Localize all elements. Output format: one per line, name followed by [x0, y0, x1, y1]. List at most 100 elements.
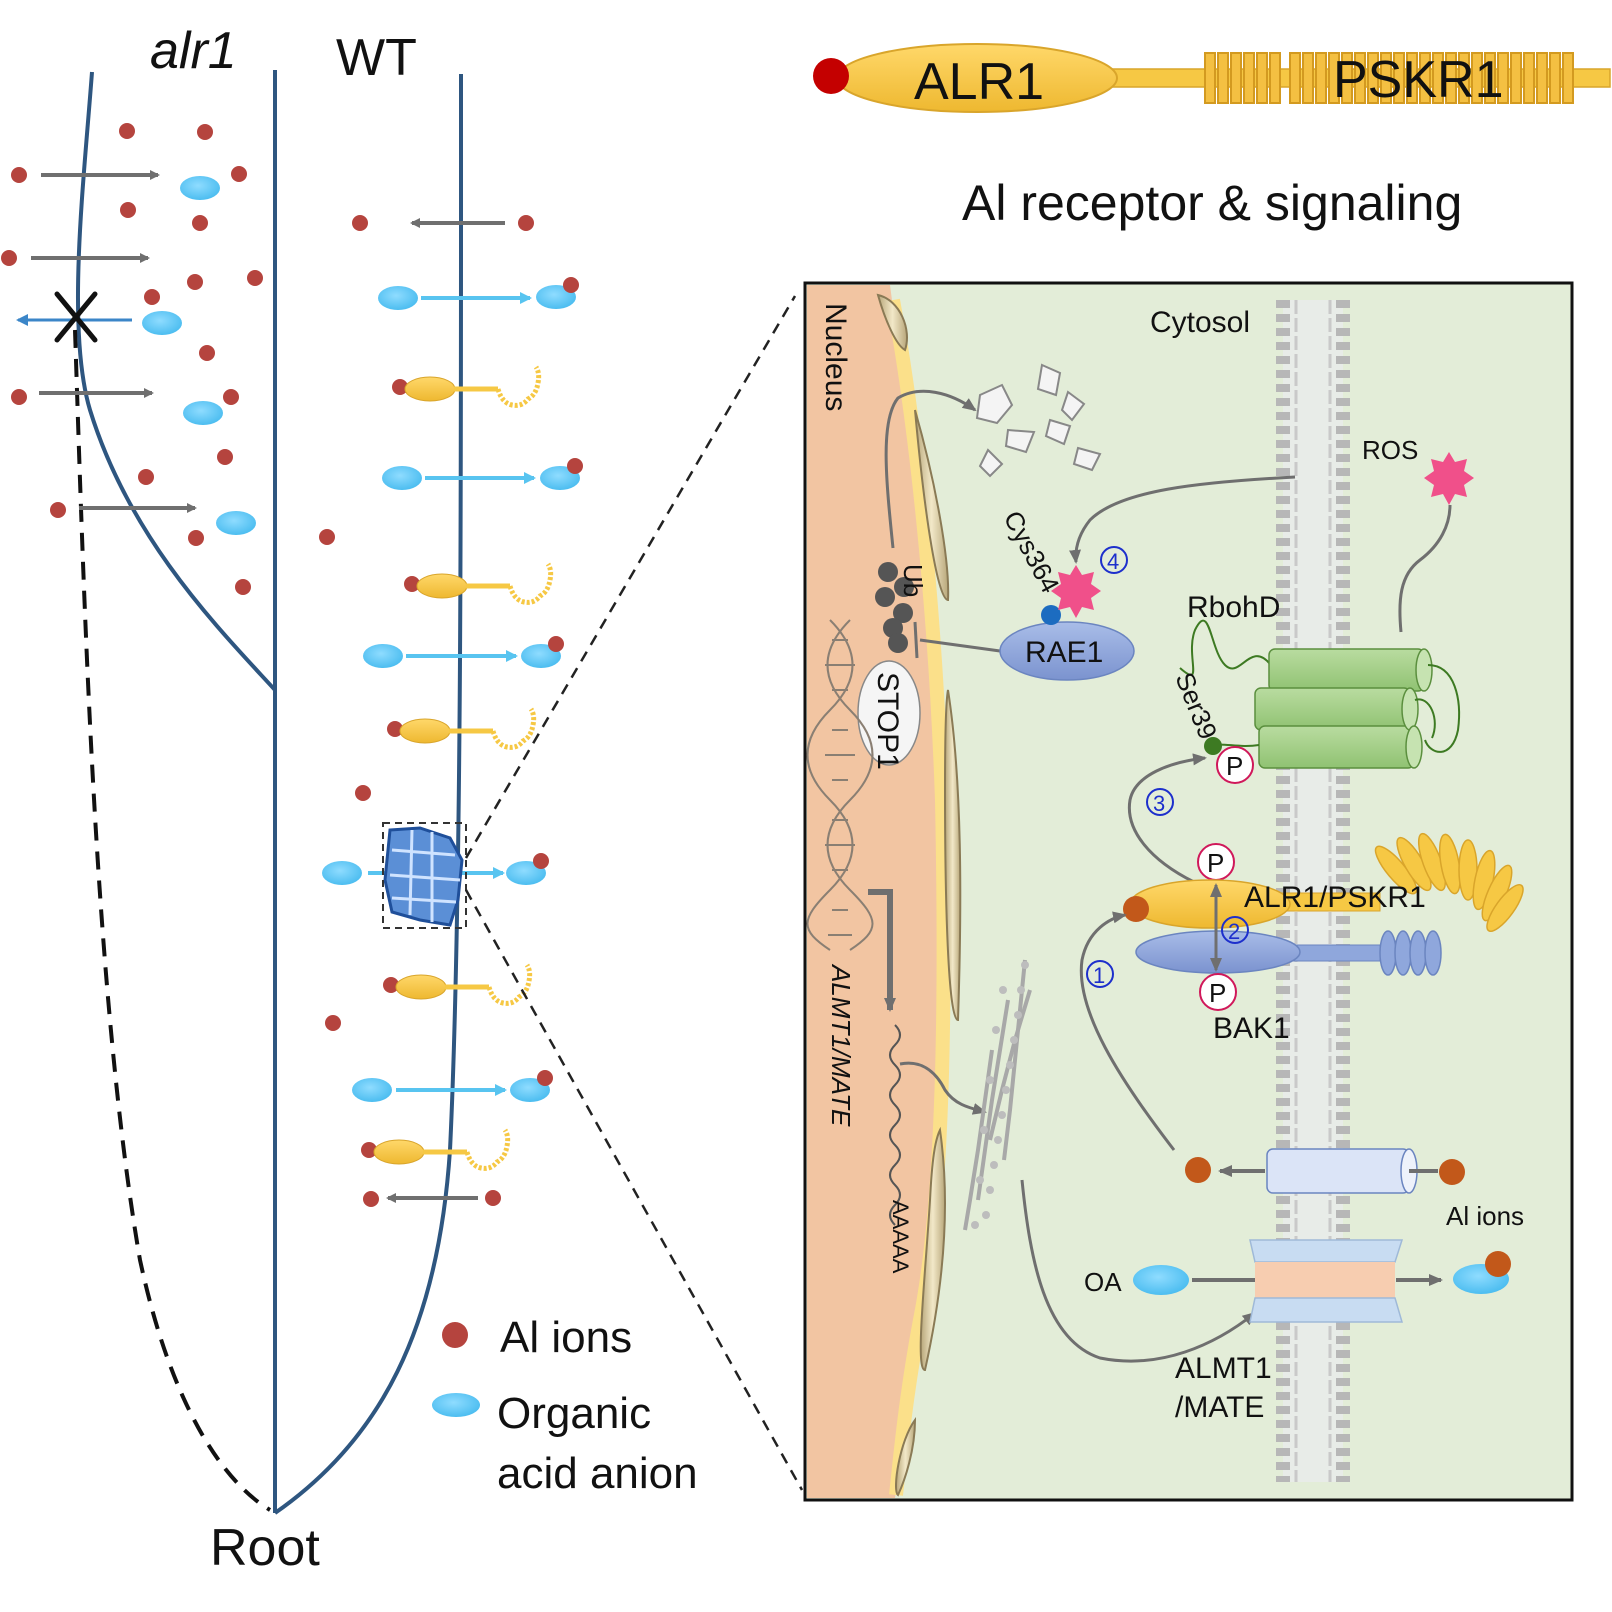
wt-receptor-icons: [361, 365, 554, 1171]
al-ions-label: Al ions: [1446, 1201, 1524, 1231]
almt1-mate-transporter: [1249, 1239, 1404, 1323]
efflux-row: [352, 1070, 553, 1102]
cys364-site: [1041, 605, 1061, 625]
mrna: [889, 1024, 901, 1226]
step1-arrow: [1079, 911, 1176, 1151]
rae1-label: RAE1: [1025, 636, 1103, 669]
bak1-ectodomain: [1135, 930, 1301, 974]
alr1-pskr1-label: ALR1/PSKR1: [1244, 881, 1426, 914]
ub-label: Ub: [898, 564, 928, 597]
legend-al-ion-swatch: [442, 1322, 468, 1348]
al-channel: [1266, 1148, 1418, 1194]
zoom-line-bottom: [464, 889, 804, 1491]
rbohd-label: RbohD: [1187, 591, 1280, 624]
step1-label: 1: [1093, 963, 1105, 988]
rae1-inhibition-line: [919, 638, 1001, 653]
cytosol-label: Cytosol: [1150, 306, 1250, 339]
ros-burst: [1424, 452, 1474, 505]
alr1-kinase-lrr: [1374, 832, 1524, 933]
legend-organic-label-1: Organic: [497, 1389, 651, 1438]
bak1-phospho-label: P: [1209, 978, 1226, 1008]
trafficking-arrow: [1020, 1179, 1257, 1363]
step3-label: 3: [1153, 791, 1165, 816]
almt1-label-1: ALMT1: [1175, 1352, 1272, 1385]
receptor-icon: [392, 365, 542, 408]
er-ribosome-dots: [971, 961, 1029, 1229]
root-cell-cluster-icon: [383, 826, 464, 927]
step3-arrow: [1127, 753, 1207, 884]
degradation-arrow: [884, 389, 977, 549]
wt-root-outline: [273, 73, 464, 1515]
stop1-label: STOP1: [871, 672, 904, 770]
pskr1-domain-label: PSKR1: [1333, 51, 1504, 109]
receptor-icon: [404, 562, 554, 605]
nuclear-envelope-yellow: [886, 298, 951, 1496]
oa-label: OA: [1084, 1267, 1122, 1297]
step3-badge: [1146, 788, 1174, 816]
alr1-influx-arrows: [31, 170, 197, 513]
alr1-domain-label: ALR1: [914, 53, 1044, 111]
al-ion-inside: [1185, 1157, 1211, 1183]
wt-efflux-rows: [322, 277, 583, 1102]
efflux-row: [378, 277, 579, 310]
alr1-organic-anions: [142, 176, 256, 535]
ros-burst-rae1: [1051, 565, 1101, 618]
rbohd-phospho-badge: [1216, 746, 1254, 784]
lrr-repeats-2: [1289, 52, 1574, 104]
almt1-label-2: /MATE: [1175, 1391, 1264, 1424]
oa-al-complex-ion: [1485, 1251, 1511, 1277]
polya-label: AAAAA: [888, 1200, 913, 1274]
receptor-icon: [383, 963, 533, 1006]
alr1-root-outline: [75, 71, 277, 692]
wt-al-ions: [319, 215, 534, 1207]
receptor-icon: [361, 1128, 511, 1171]
step2-badge: [1221, 916, 1249, 944]
rae1-inhibition-bar: [913, 621, 919, 659]
panel-heading: Al receptor & signaling: [962, 175, 1462, 231]
rae1-protein: [999, 621, 1135, 681]
step1-badge: [1086, 960, 1114, 988]
receptor-icon: [387, 707, 537, 750]
efflux-row: [363, 636, 564, 668]
receptor-al-ion: [1123, 896, 1149, 922]
alr1-top-phospho-label: P: [1207, 848, 1224, 878]
bak1-label: BAK1: [1213, 1012, 1290, 1045]
rbohd-loop: [1414, 664, 1461, 753]
degraded-protein-fragments: [975, 363, 1102, 478]
bak1-phospho-badge: [1199, 973, 1237, 1011]
almt1-mate-gene-label: ALMT1/MATE: [826, 963, 856, 1127]
legend-al-ions-label: Al ions: [500, 1313, 632, 1362]
oa-inside: [1133, 1265, 1189, 1295]
rbohd-phospho-label: P: [1226, 751, 1243, 781]
rbohd-protein: [1254, 648, 1433, 769]
ubiquitin-chain: [875, 562, 914, 653]
legend-organic-label-2: acid anion: [497, 1449, 698, 1498]
step4-label: 4: [1107, 549, 1119, 574]
zoom-line-top: [464, 295, 797, 859]
al-binding-site: [813, 58, 849, 94]
zoom-box: [382, 822, 467, 929]
rbohd-n-terminal-tail: [1179, 619, 1271, 676]
wt-label: WT: [336, 29, 417, 87]
detail-panel: Nucleus Cytosol Ub STOP1: [803, 281, 1574, 1502]
ros-label: ROS: [1362, 435, 1418, 465]
alr1-al-ions: [1, 123, 263, 595]
legend-organic-anion-swatch: [432, 1393, 480, 1417]
blocked-x-icon: [54, 291, 98, 343]
alr1-label: alr1: [150, 22, 237, 80]
bak1-kinase: [1379, 930, 1442, 976]
step4-badge: [1100, 546, 1128, 574]
stop1-protein: [857, 660, 921, 766]
rbohd-ros-line: [1398, 504, 1452, 633]
transcription-arrow: [868, 889, 896, 1012]
ser39-site: [1204, 737, 1222, 755]
ros-signal-arrow: [1069, 475, 1296, 564]
legend: Al ions Organic acid anion: [432, 1313, 698, 1498]
step2-label: 2: [1228, 919, 1240, 944]
translation-arrow: [899, 1061, 987, 1115]
nucleus-label: Nucleus: [819, 303, 852, 411]
lrr-repeats-1: [1204, 52, 1281, 104]
wt-gray-arrows: [386, 218, 505, 1203]
protein-domain-bar: ALR1 PSKR1: [813, 43, 1611, 113]
